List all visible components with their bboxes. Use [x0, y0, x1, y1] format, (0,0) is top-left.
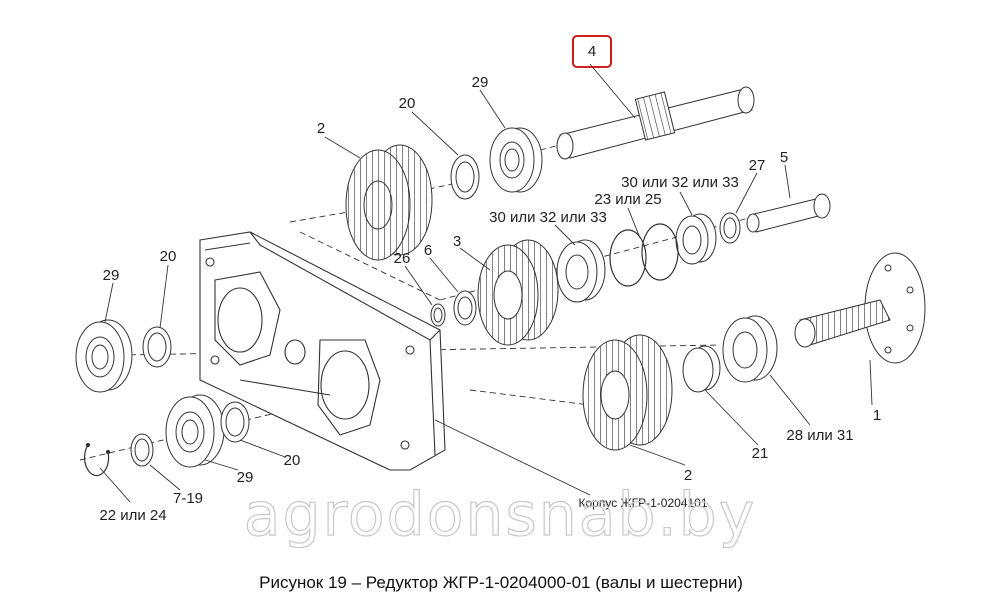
- label-2-bottom: 2: [684, 467, 692, 484]
- snap-ring-22-24: [83, 442, 111, 477]
- snap-ring-23-25: [609, 223, 679, 287]
- ring-20-bottom: [220, 401, 250, 443]
- shaft-5: [746, 193, 831, 233]
- label-4: 4: [588, 43, 596, 60]
- ring-21: [682, 345, 721, 393]
- label-1: 1: [873, 407, 881, 424]
- bearing-29-left: [75, 319, 133, 393]
- label-29-top: 29: [472, 74, 489, 91]
- bearing-28-31: [722, 315, 778, 383]
- housing: [199, 231, 446, 471]
- label-22-24: 22 или 24: [99, 507, 166, 524]
- gear-3: [477, 239, 559, 346]
- bearing-29-top: [489, 127, 543, 193]
- label-30-32-33-a: 30 или 32 или 33: [621, 174, 739, 191]
- label-6: 6: [424, 242, 432, 259]
- shaft-4: [556, 86, 755, 160]
- bearing-30-32-33-right: [675, 213, 717, 265]
- label-28-31: 28 или 31: [786, 427, 853, 444]
- bearing-30-32-33-left: [556, 239, 606, 303]
- label-20-left: 20: [160, 248, 177, 265]
- ring-7-19: [130, 433, 154, 467]
- label-29-left: 29: [103, 267, 120, 284]
- flange-shaft-1: [794, 252, 926, 364]
- label-3: 3: [453, 233, 461, 250]
- label-housing: Корпус ЖГР-1-0204101: [579, 496, 708, 510]
- label-26: 26: [394, 250, 411, 267]
- label-29-bottom: 29: [237, 469, 254, 486]
- ring-20-top: [450, 154, 480, 200]
- watermark: agrodonsnab.by: [244, 480, 757, 550]
- label-23-25: 23 или 25: [594, 191, 661, 208]
- part-labels: 4 29 20 2 27 5 30 или 32 или 33 23 или 2…: [99, 43, 881, 524]
- label-20-bottom: 20: [284, 452, 301, 469]
- label-2-top: 2: [317, 120, 325, 137]
- label-21: 21: [752, 445, 769, 462]
- gear-2-top: [345, 144, 433, 261]
- ring-6: [453, 290, 477, 326]
- highlight-box: [572, 35, 612, 68]
- label-7-19: 7-19: [173, 490, 203, 507]
- bearing-29-bottom: [165, 394, 225, 468]
- ring-26: [430, 303, 446, 327]
- label-27: 27: [749, 157, 766, 174]
- gear-2-bottom: [582, 334, 673, 451]
- ring-27: [719, 212, 741, 244]
- label-5: 5: [780, 149, 788, 166]
- label-20-top: 20: [399, 95, 416, 112]
- leader-lines: [99, 63, 873, 503]
- figure-caption: Рисунок 19 – Редуктор ЖГР-1-0204000-01 (…: [259, 573, 743, 592]
- ring-20-left: [142, 326, 172, 368]
- label-30-32-33-b: 30 или 32 или 33: [489, 209, 607, 226]
